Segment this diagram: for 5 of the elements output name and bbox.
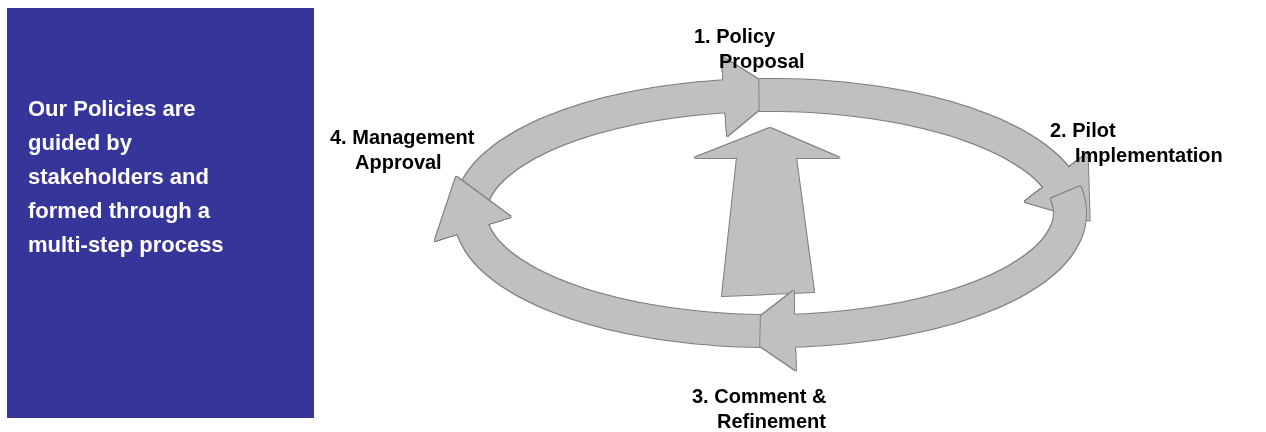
step-label: 1. Policy Proposal [694,24,834,128]
step-label: 3. Comment & Refinement [692,300,862,432]
text-panel: Our Policies are guided by stakeholders and formed through a multi-step process [7,8,314,418]
step-label: 4. Management Approval [330,125,515,181]
step-label: 2. Pilot Implementation [1050,118,1260,174]
